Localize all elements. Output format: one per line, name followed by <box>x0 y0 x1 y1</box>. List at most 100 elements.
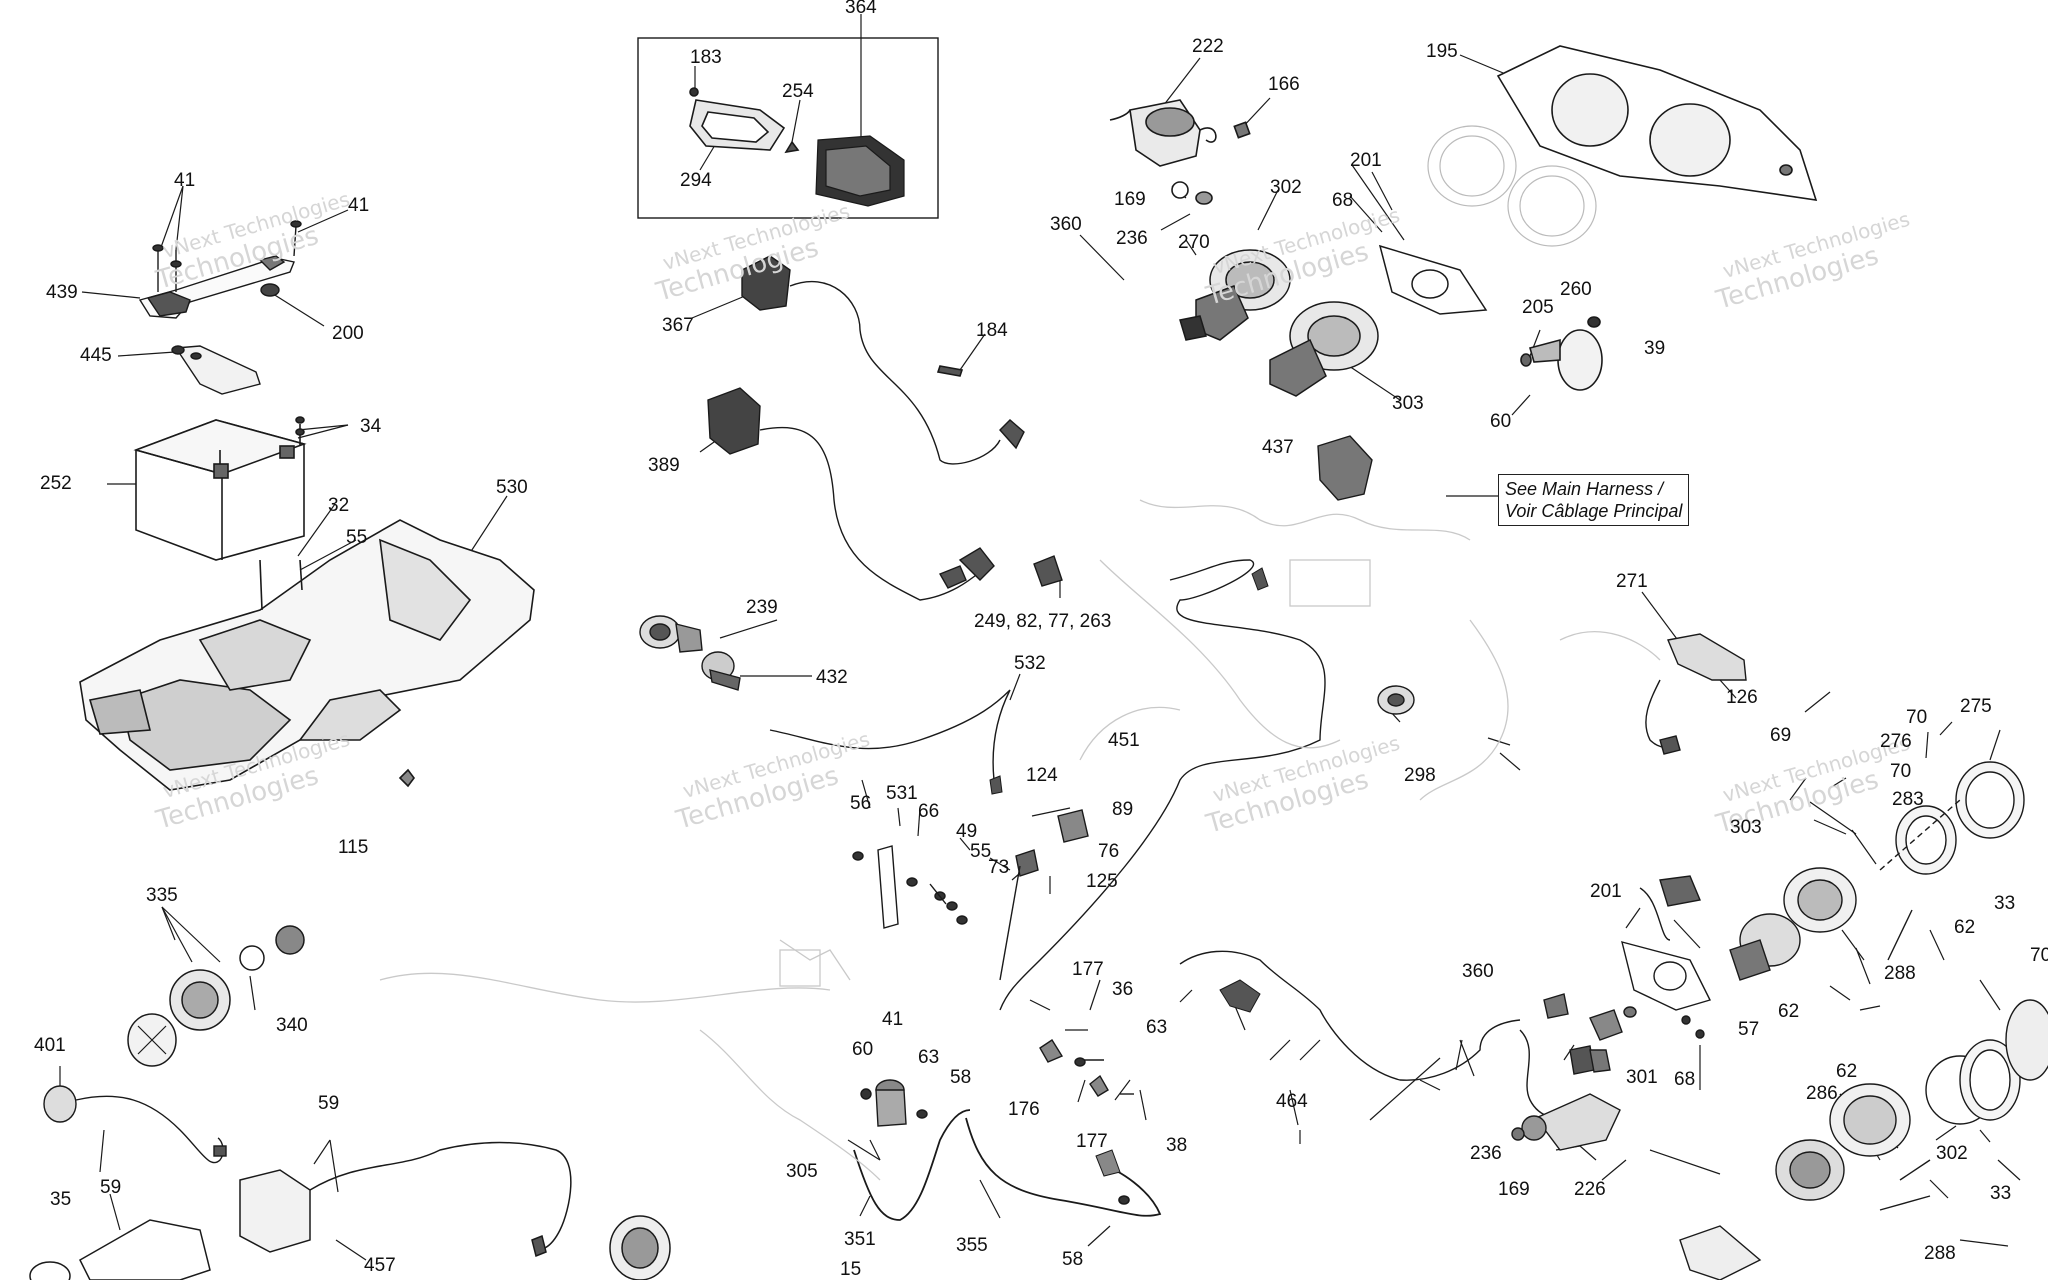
part-label: 252 <box>40 473 72 494</box>
horn-222 <box>1109 99 1251 205</box>
part-label: 283 <box>1892 789 1924 810</box>
note-line-1: See Main Harness / <box>1505 479 1664 499</box>
socket-239 <box>639 615 703 653</box>
horn-226 <box>1511 1093 1621 1151</box>
clamp-177 <box>1039 1039 1134 1097</box>
part-label: 89 <box>1112 799 1134 820</box>
cable-351 <box>853 1109 971 1221</box>
part-label: 183 <box>690 47 722 68</box>
part-label: 457 <box>364 1255 396 1276</box>
switch-367 <box>741 255 1025 465</box>
part-label: 58 <box>950 1067 972 1088</box>
part-label: 302 <box>1270 177 1302 198</box>
note-line-2: Voir Câblage Principal <box>1505 501 1683 521</box>
part-label: 226 <box>1574 1179 1606 1200</box>
main-harness-note: See Main Harness / Voir Câblage Principa… <box>1498 474 1690 526</box>
part-label: 236 <box>1116 228 1148 249</box>
terminal-cover-445 <box>171 345 261 395</box>
part-label: 177 <box>1072 959 1104 980</box>
part-label: 33 <box>1994 893 2016 914</box>
part-label: 286 <box>1806 1083 1838 1104</box>
part-label: 56 <box>850 793 872 814</box>
part-label: 68 <box>1674 1069 1696 1090</box>
connector-184 <box>936 365 964 377</box>
part-label: 49 <box>956 821 978 842</box>
part-label: 275 <box>1960 696 1992 717</box>
part-label: 340 <box>276 1015 308 1036</box>
part-label: 63 <box>918 1047 940 1068</box>
part-label: 33 <box>1990 1183 2012 1204</box>
taillight-335 <box>127 925 305 1067</box>
part-label: 59 <box>318 1093 340 1114</box>
cable-355 <box>965 1117 1162 1217</box>
bracket-201-lower <box>1621 941 1712 1039</box>
part-label: 126 <box>1726 687 1758 708</box>
switch-389 <box>707 387 995 601</box>
part-label: 464 <box>1276 1091 1308 1112</box>
part-label: 236 <box>1470 1143 1502 1164</box>
headlight-stack-lower-right <box>1679 999 2048 1280</box>
part-label: 36 <box>1112 979 1134 1000</box>
tail-assembly-457 <box>29 1141 572 1280</box>
harness-464 <box>1179 950 1521 1081</box>
lamp-271 <box>1645 633 1747 755</box>
part-label: 201 <box>1590 881 1622 902</box>
part-label: 367 <box>662 315 694 336</box>
part-label: 62 <box>1836 1061 1858 1082</box>
part-label: 73 <box>988 857 1010 878</box>
part-label: 439 <box>46 282 78 303</box>
connector-249 <box>1033 555 1063 587</box>
part-label: 41 <box>348 195 370 216</box>
part-label: 70 <box>1906 707 1928 728</box>
part-label: 57 <box>1738 1019 1760 1040</box>
bulb-301 <box>1589 1006 1637 1041</box>
part-label: 335 <box>146 885 178 906</box>
socket-432 <box>701 651 741 691</box>
part-label: 176 <box>1008 1099 1040 1120</box>
headlight-302 <box>1179 249 1291 341</box>
part-label: 66 <box>918 801 940 822</box>
part-label: 15 <box>840 1259 862 1280</box>
headlight-303 <box>1269 301 1379 397</box>
battery-bracket-439 <box>138 220 302 319</box>
light-401 <box>43 1085 227 1164</box>
part-label: 260 <box>1560 279 1592 300</box>
part-label: 38 <box>1166 1135 1188 1156</box>
part-label: 70 <box>2030 945 2048 966</box>
headlight-ring-ghost <box>1427 125 1597 247</box>
part-label: 177 <box>1076 1131 1108 1152</box>
part-label: 302 <box>1936 1143 1968 1164</box>
headlight-303-right <box>1639 761 2025 981</box>
part-label: 530 <box>496 477 528 498</box>
part-label: 270 <box>1178 232 1210 253</box>
part-label: 55 <box>970 841 992 862</box>
headlight-visor-195 <box>1496 45 1818 201</box>
part-label: 69 <box>1770 725 1792 746</box>
part-label: 301 <box>1626 1067 1658 1088</box>
part-label: 276 <box>1880 731 1912 752</box>
nut-58 <box>1118 1195 1130 1205</box>
part-label: 288 <box>1884 963 1916 984</box>
main-harness-ghost <box>379 499 1661 1181</box>
part-label: 55 <box>346 527 368 548</box>
part-label: 360 <box>1050 214 1082 235</box>
harness-532 <box>769 689 1011 781</box>
part-label: 58 <box>1062 1249 1084 1270</box>
part-label: 437 <box>1262 437 1294 458</box>
battery-tray-530 <box>79 519 535 791</box>
part-label: 201 <box>1350 150 1382 171</box>
part-label: 288 <box>1924 1243 1956 1264</box>
part-label: 249, 82, 77, 263 <box>974 611 1112 632</box>
part-label: 298 <box>1404 765 1436 786</box>
part-label: 70 <box>1890 761 1912 782</box>
part-label: 41 <box>174 170 196 191</box>
part-label: 200 <box>332 323 364 344</box>
part-label: 432 <box>816 667 848 688</box>
part-label: 254 <box>782 81 814 102</box>
light-360-lower <box>1519 993 1611 1121</box>
outlet-298 <box>1377 685 1415 715</box>
switch-assembly-364 <box>815 135 905 207</box>
part-label: 389 <box>648 455 680 476</box>
